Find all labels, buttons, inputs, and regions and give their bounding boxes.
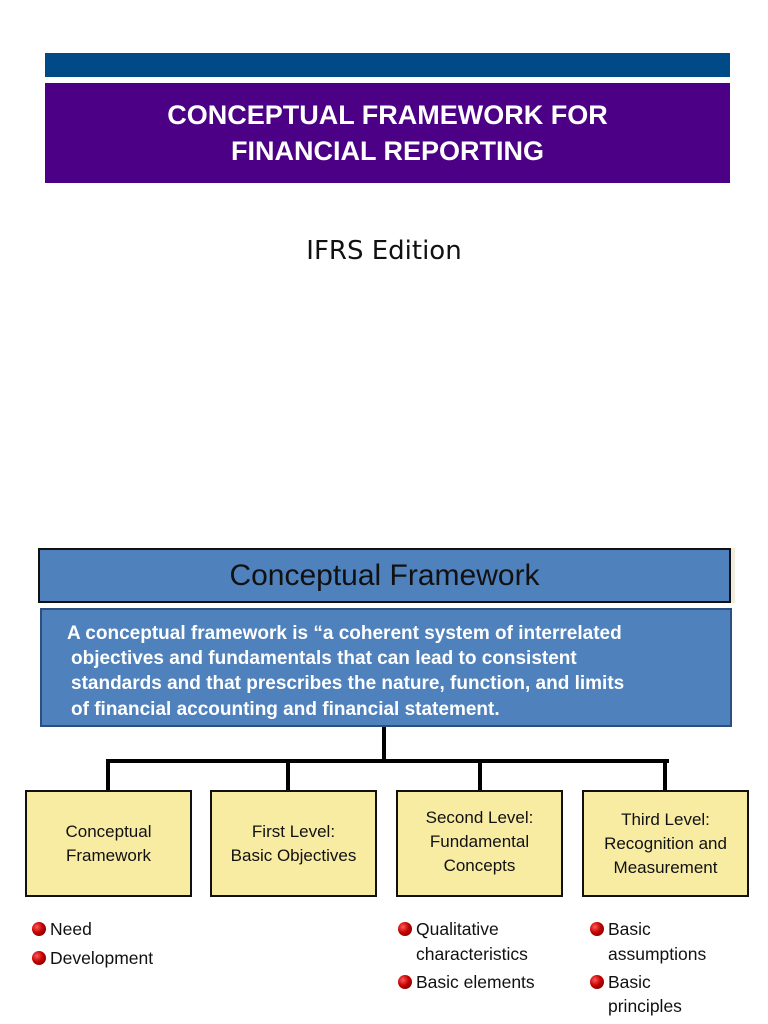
- bullet-text: Basic: [608, 919, 651, 939]
- level-box-text: Concepts: [443, 856, 516, 875]
- level-box-text: Basic Objectives: [230, 845, 357, 865]
- bullet-icon: [398, 922, 412, 936]
- definition-line: standards and that prescribes the nature…: [71, 673, 625, 694]
- diagram-title-box: Conceptual Framework: [38, 548, 731, 603]
- level-box-text: Conceptual: [65, 821, 152, 841]
- bullet-text: assumptions: [608, 944, 707, 964]
- bullet-text: Basic: [608, 972, 651, 992]
- bullet-text: Development: [50, 948, 154, 968]
- level-box-text: Framework: [65, 845, 151, 865]
- bullet-icon: [32, 951, 46, 965]
- bullet-icon: [590, 922, 604, 936]
- connector-drop-1: [106, 759, 110, 791]
- definition-line: objectives and fundamentals that can lea…: [71, 648, 577, 669]
- level-box-text: Recognition and: [604, 833, 727, 853]
- bullet-text: Basic elements: [416, 972, 535, 992]
- level-box-text: First Level:: [251, 821, 336, 841]
- header-top-bar: [45, 53, 730, 77]
- bullet-text: Qualitative: [416, 919, 499, 939]
- level-box-third-level: Third Level: Recognition and Measurement: [582, 790, 749, 897]
- connector-trunk: [382, 727, 386, 763]
- bullet-icon: [398, 975, 412, 989]
- definition-line: A conceptual framework is “a coherent sy…: [67, 623, 622, 644]
- title-line-1: CONCEPTUAL FRAMEWORK FOR: [167, 100, 608, 130]
- bullet-text: characteristics: [416, 944, 528, 964]
- bullet-text: Need: [50, 919, 92, 939]
- level-box-second-level: Second Level: Fundamental Concepts: [396, 790, 563, 897]
- subtitle: IFRS Edition: [306, 236, 462, 266]
- diagram-title: Conceptual Framework: [229, 558, 540, 592]
- level-box-text: Measurement: [613, 857, 718, 877]
- title-line-2: FINANCIAL REPORTING: [230, 136, 544, 166]
- level-box-first-level: First Level: Basic Objectives: [210, 790, 377, 897]
- bullet-text: principles: [608, 996, 682, 1016]
- connector-drop-4: [663, 759, 667, 791]
- level-box-text: Second Level:: [425, 808, 534, 827]
- title-banner: CONCEPTUAL FRAMEWORK FOR FINANCIAL REPOR…: [45, 83, 730, 183]
- connector-drop-3: [478, 759, 482, 791]
- level-box-text: Fundamental: [429, 832, 530, 851]
- connector-horizontal: [106, 759, 669, 763]
- bullet-icon: [590, 975, 604, 989]
- bullet-icon: [32, 922, 46, 936]
- definition-line: of financial accounting and financial st…: [71, 699, 500, 720]
- level-box-text: Third Level:: [621, 809, 710, 829]
- definition-box: A conceptual framework is “a coherent sy…: [40, 608, 732, 727]
- level-box-conceptual-framework: Conceptual Framework: [25, 790, 192, 897]
- connector-drop-2: [286, 759, 290, 791]
